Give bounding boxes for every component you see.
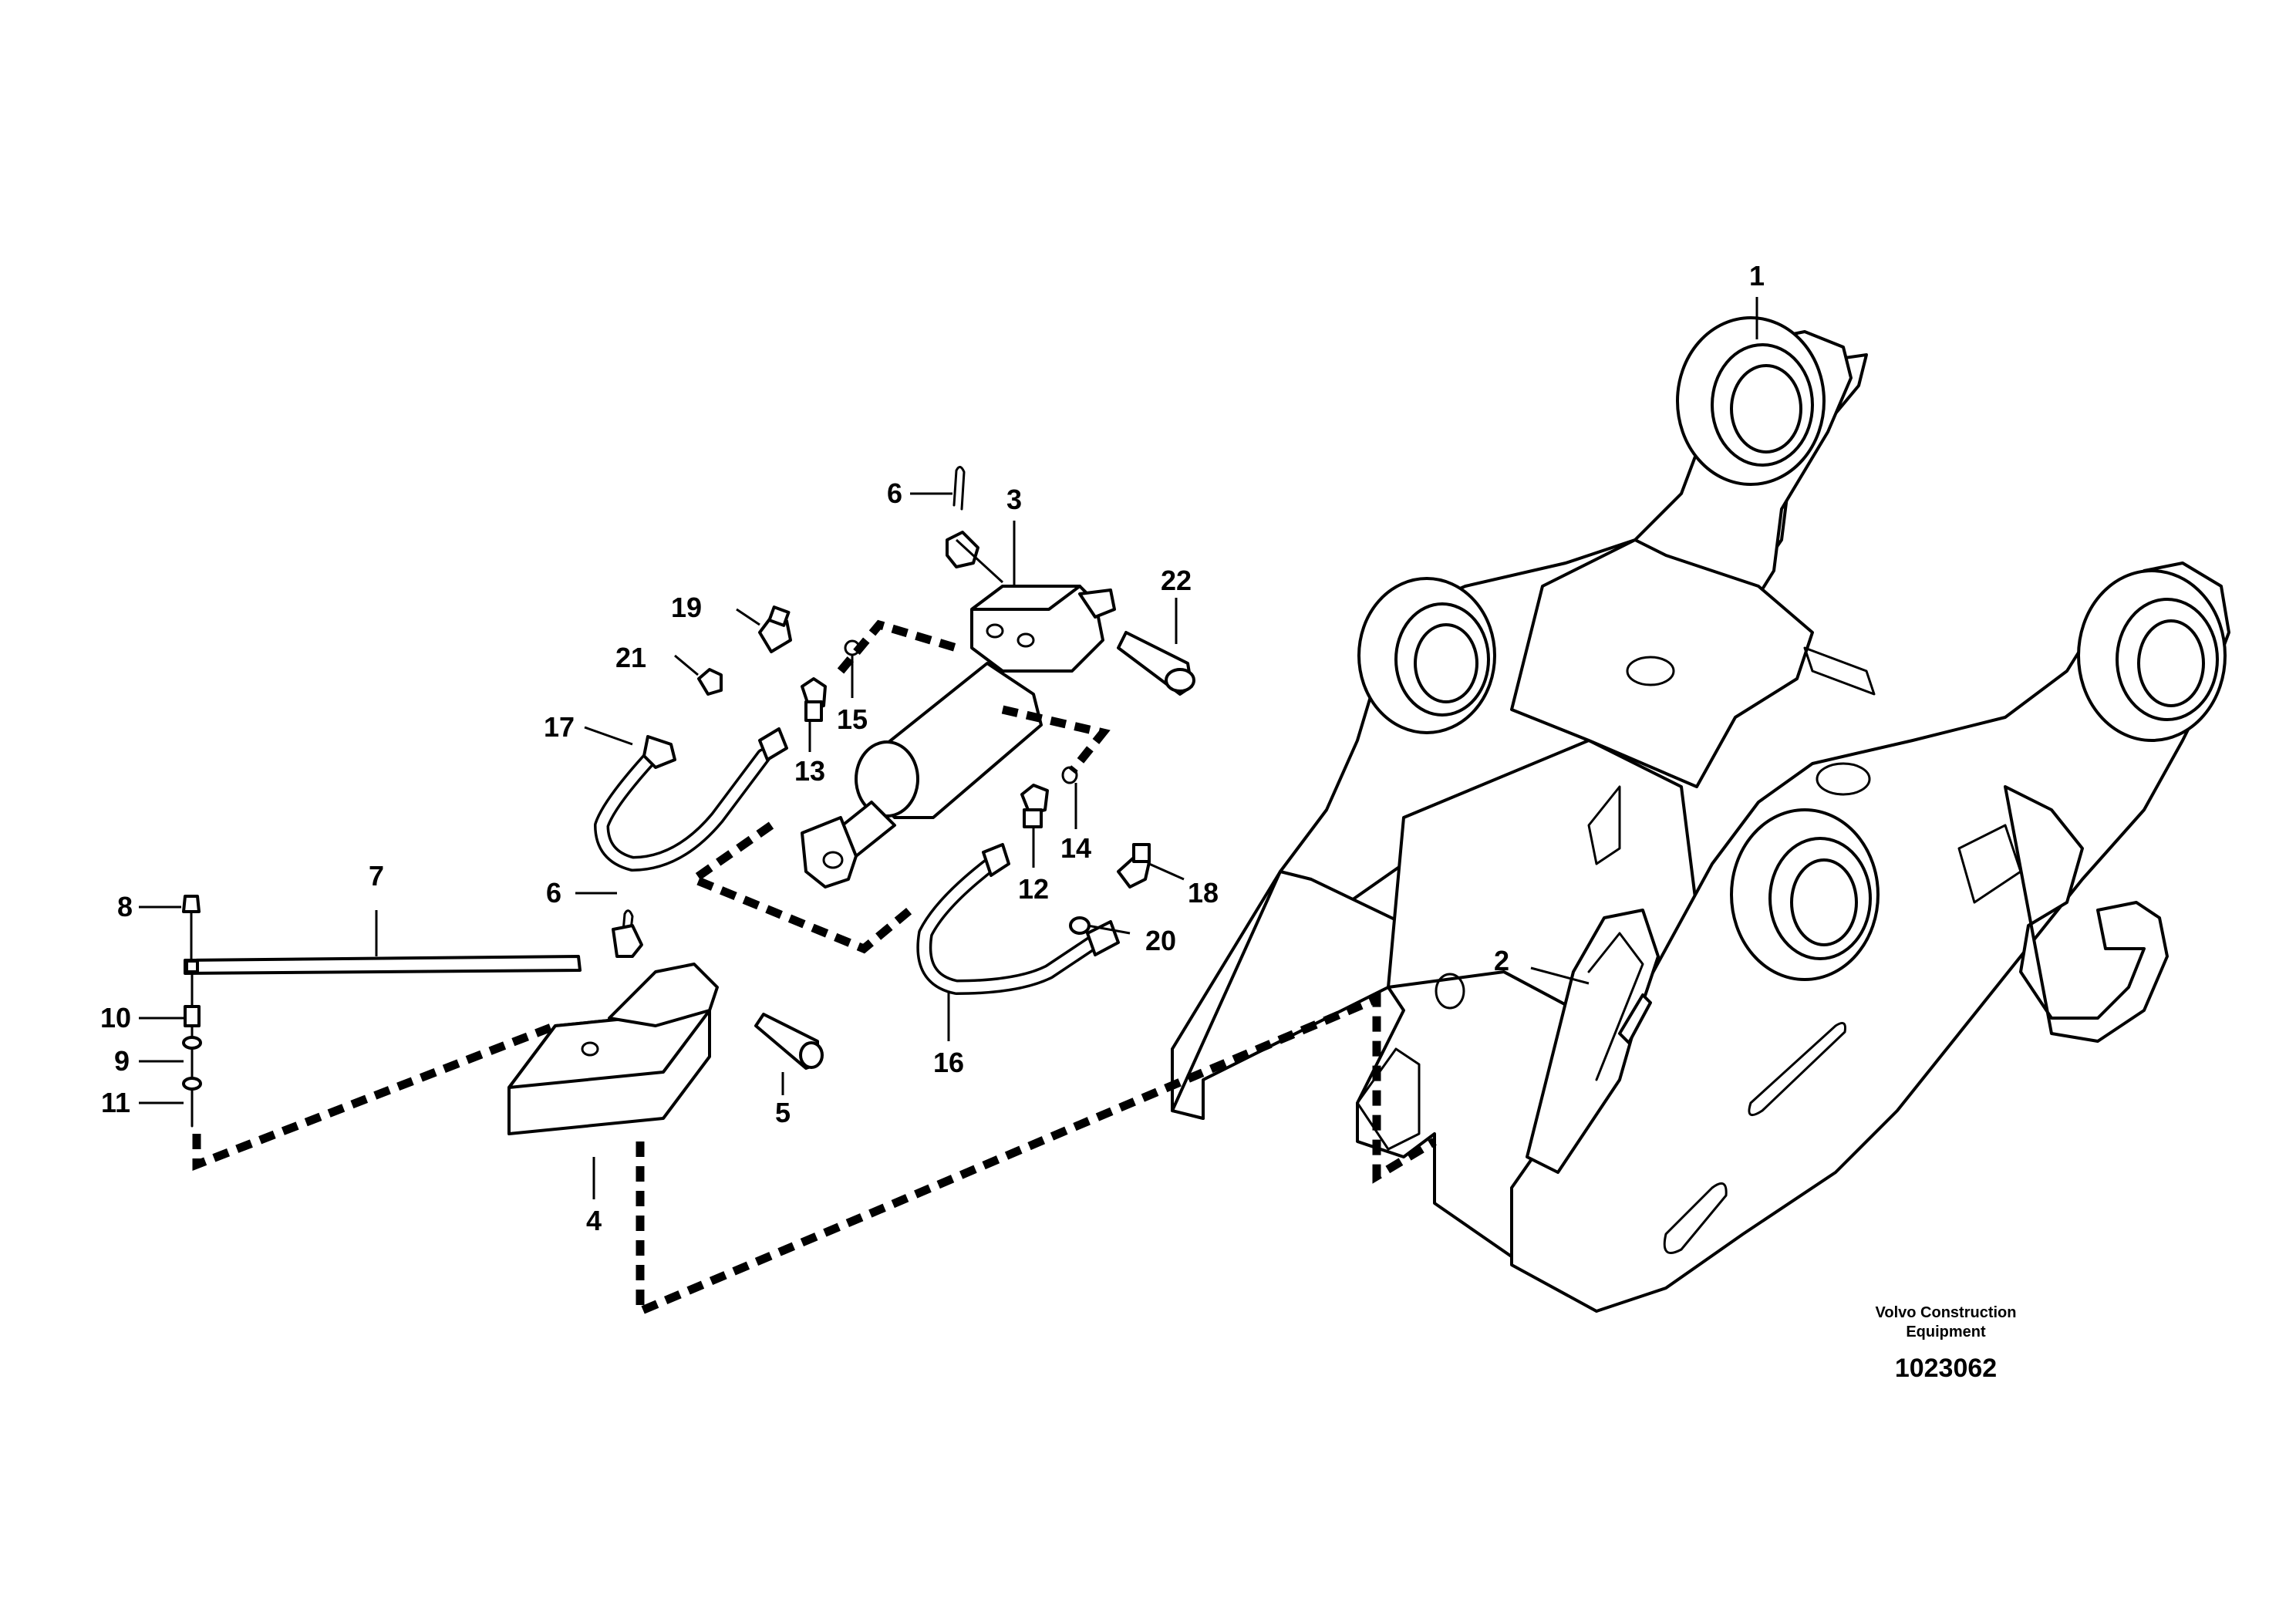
callout-15: 15 [837,703,868,735]
callout-21: 21 [615,642,646,673]
callout-8: 8 [117,891,133,922]
assembly-dashed-lines [192,619,1437,1318]
company-name-line2: Equipment [1906,1324,1986,1340]
lever-rod [182,895,582,1128]
split-pin-upper [946,466,979,568]
callout-7: 7 [369,860,384,892]
callout-18: 18 [1188,877,1219,909]
quick-coupler-frame [1171,316,2230,1313]
callout-14: 14 [1060,832,1091,864]
hose-16 [916,843,1120,995]
pin-5 [754,1013,824,1070]
hose-17 [594,727,788,872]
callout-9: 9 [114,1045,130,1077]
hydraulic-cylinder [801,662,1043,889]
callout-6-lower: 6 [546,877,561,909]
callout-20: 20 [1145,925,1176,956]
fittings-right [1020,766,1151,935]
callout-22: 22 [1161,565,1192,596]
pin-22 [1117,631,1195,696]
callout-1: 1 [1749,260,1765,292]
callout-12: 12 [1018,873,1049,905]
callout-10: 10 [100,1002,131,1034]
callout-19: 19 [671,592,702,623]
callout-4: 4 [586,1205,602,1236]
latch-block [507,963,719,1135]
callout-2: 2 [1494,945,1509,976]
callout-16: 16 [933,1047,964,1078]
company-name-line1: Volvo Construction [1876,1304,2017,1321]
title-block: Volvo Construction Equipment 1023062 [1876,1304,2017,1383]
split-pin-lower [612,909,643,958]
cylinder-head-block [970,585,1116,673]
callout-5: 5 [775,1097,791,1128]
callout-17: 17 [544,711,575,743]
callout-13: 13 [794,755,825,787]
drawing-number: 1023062 [1895,1354,1997,1383]
leader-lines [139,297,1758,1199]
callout-6-upper: 6 [887,477,902,509]
callout-3: 3 [1006,484,1022,515]
callout-11: 11 [101,1087,130,1118]
fittings-upper-left [697,605,861,722]
callout-labels: 1 2 3 4 5 6 6 7 8 9 10 11 12 13 14 15 16… [100,260,1765,1236]
locking-wedge [1526,909,1660,1174]
